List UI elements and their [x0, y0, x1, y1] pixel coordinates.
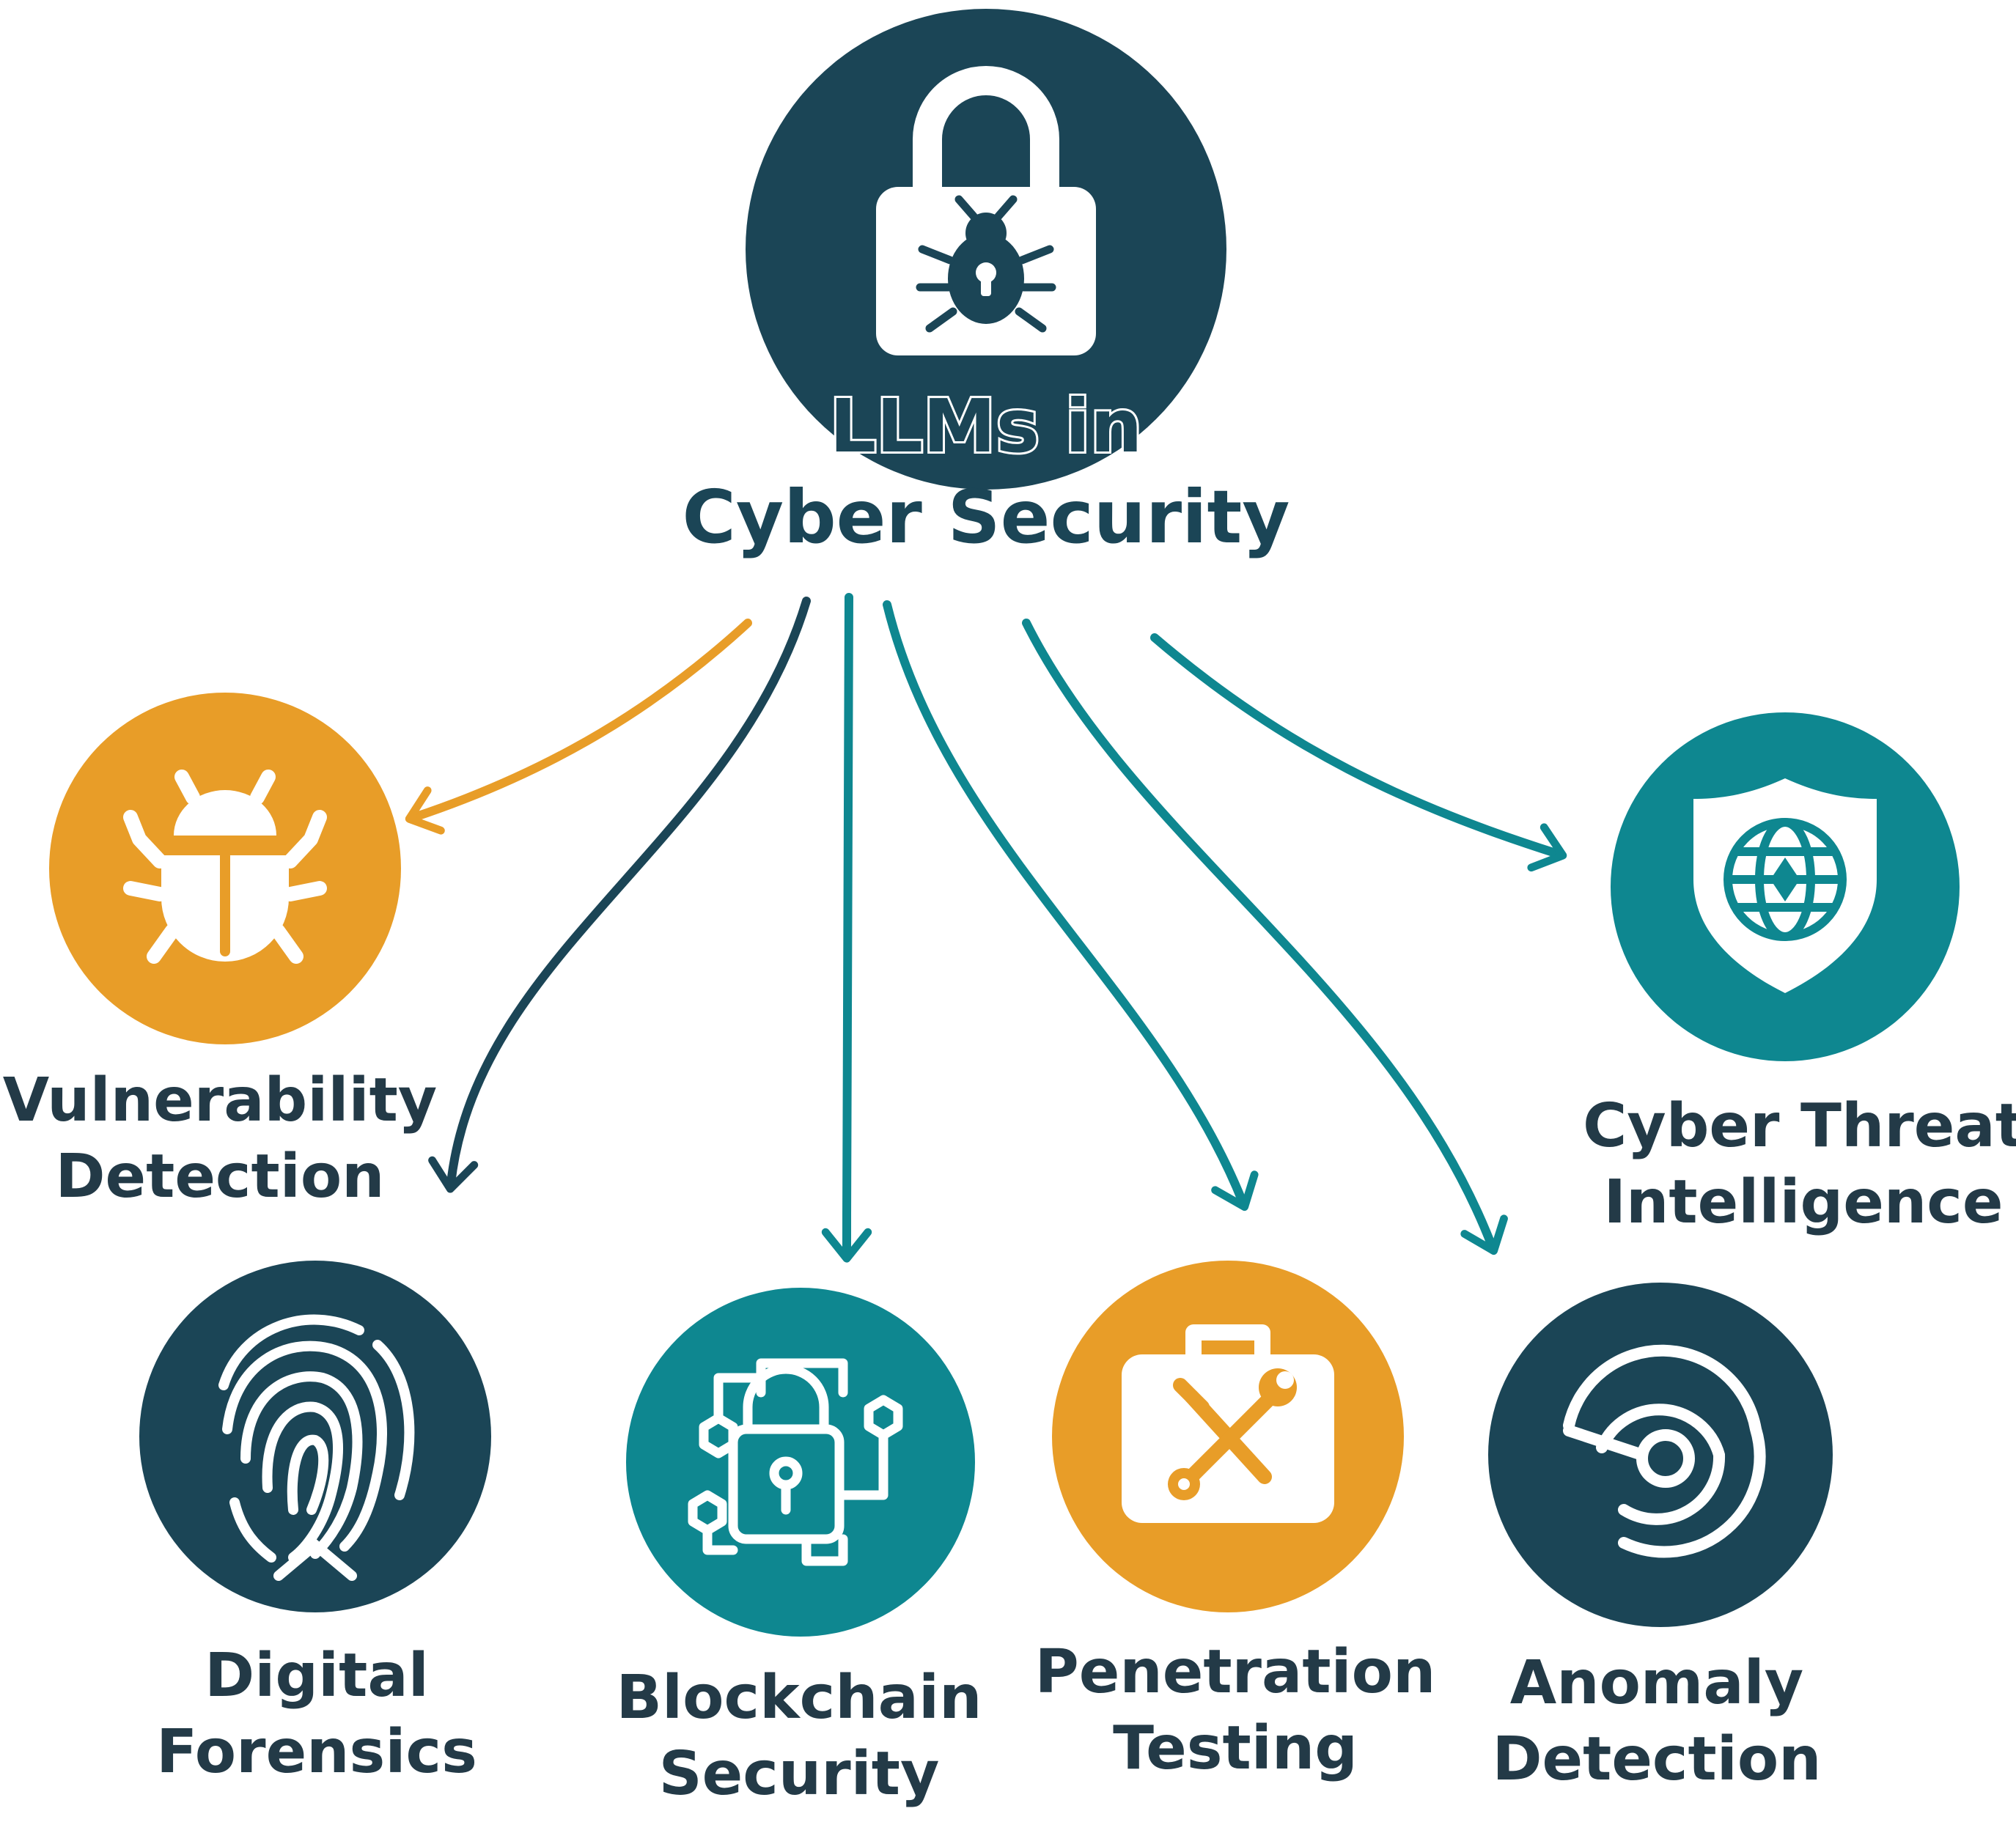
penetration-testing-label: Penetration Testing: [1034, 1637, 1436, 1783]
node-vulnerability-detection: [49, 693, 401, 1044]
arrow-to-anomaly-detection: [1022, 619, 1508, 1255]
vulnerability-detection-label: Vulnerability Detection: [2, 1066, 438, 1211]
center-title-line2: Cyber Security: [682, 474, 1290, 560]
radar-icon: [1563, 1344, 1766, 1558]
arrow-to-cyber-threat-intelligence: [1150, 633, 1567, 872]
node-blockchain-security: [626, 1288, 975, 1637]
shield-globe-icon: [1693, 778, 1877, 993]
blockchain-security-label: Blockchain Security: [616, 1663, 982, 1809]
arrow-to-blockchain-security: [821, 593, 872, 1263]
anomaly-detection-label: Anomaly Detection: [1492, 1648, 1822, 1794]
blockchain-security-circle: [626, 1288, 975, 1637]
fingerprint-icon: [218, 1314, 415, 1581]
node-cyber-threat-intelligence: [1611, 712, 1960, 1061]
bug-icon: [123, 770, 327, 964]
center-node: [746, 9, 1226, 490]
toolbox-icon: [1122, 1324, 1334, 1523]
arrow-to-digital-forensics: [428, 597, 811, 1193]
blockchain-lock-icon: [688, 1358, 903, 1566]
center-title: LLMs in Cyber Security: [682, 381, 1290, 563]
cyber-threat-intelligence-label: Cyber Threat Intelligence: [1583, 1091, 2016, 1237]
center-title-line1: LLMs in: [828, 381, 1145, 471]
padlock-bug-icon: [876, 66, 1096, 355]
node-penetration-testing: [1052, 1261, 1404, 1612]
digital-forensics-label: Digital Forensics: [156, 1641, 477, 1787]
node-anomaly-detection: [1488, 1283, 1833, 1627]
arrow-to-penetration-testing: [883, 600, 1259, 1211]
node-digital-forensics: [139, 1261, 491, 1612]
arrow-to-vulnerability-detection: [405, 619, 752, 835]
anomaly-detection-circle: [1488, 1283, 1833, 1627]
